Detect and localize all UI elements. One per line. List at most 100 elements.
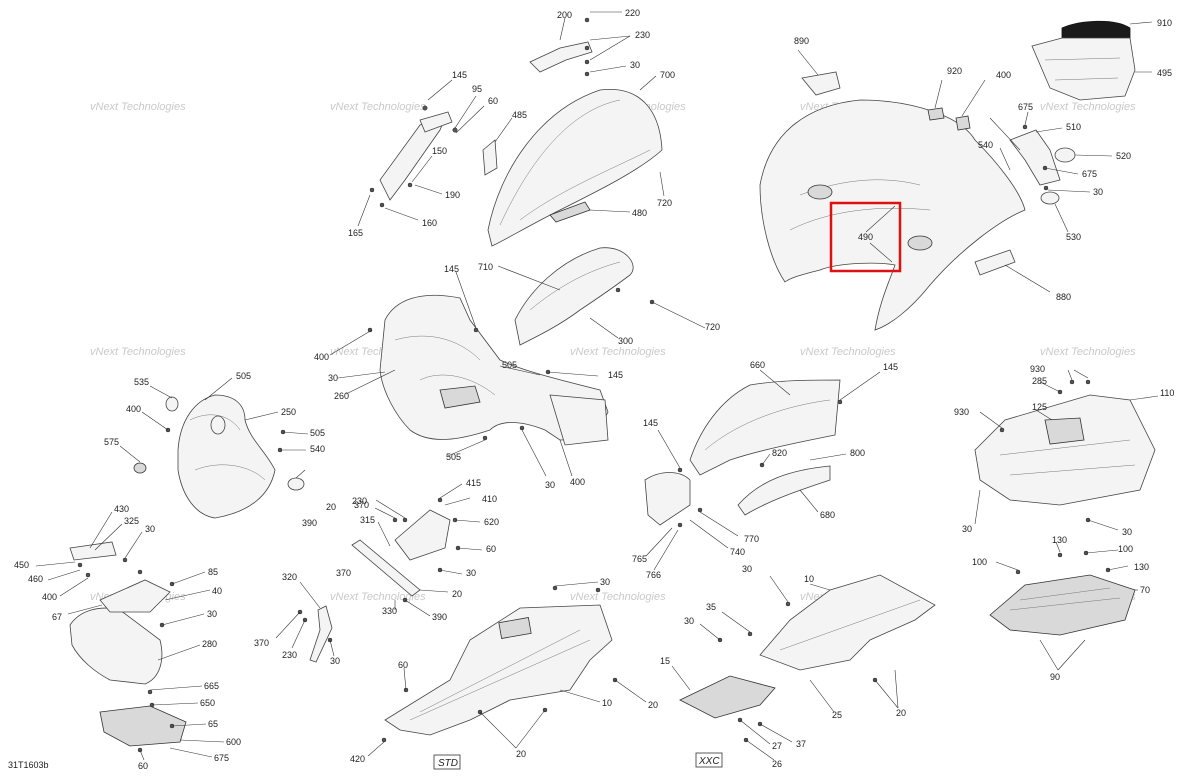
callout-920: 920 [947,66,962,76]
rear-rack-110-group [974,369,1159,531]
callout-505: 505 [446,452,461,462]
callout-650: 650 [200,698,215,708]
callout-675: 675 [1018,102,1033,112]
floor-std-group: STD [367,581,647,770]
side-panel-250[interactable] [177,394,276,519]
callout-20: 20 [896,708,906,718]
callout-390: 390 [302,518,317,528]
callout-535: 535 [134,377,149,387]
callout-30: 30 [1122,527,1132,537]
callout-230: 230 [282,650,297,660]
callout-15: 15 [660,656,670,666]
bracket-190[interactable] [419,111,453,133]
callout-300: 300 [618,336,633,346]
plug-520[interactable] [1054,147,1076,163]
callout-145: 145 [643,418,658,428]
pad-910[interactable] [1061,20,1131,41]
front-fender-700[interactable] [487,88,663,247]
console-710[interactable] [514,247,634,346]
callout-30: 30 [145,524,155,534]
callout-70: 70 [1140,585,1150,595]
bolt [584,59,590,65]
bumper-280[interactable] [69,607,163,685]
callout-505: 505 [310,428,325,438]
callout-220: 220 [625,8,640,18]
bracket-510[interactable] [1009,129,1061,186]
bracket-410[interactable] [394,509,451,561]
callout-20: 20 [516,749,526,759]
cup-holder [907,235,933,251]
callout-30: 30 [600,577,610,587]
floor-xxc-group: XXC [671,574,936,768]
cap-890[interactable] [801,71,841,96]
clip-485[interactable] [482,139,498,176]
callout-505: 505 [236,371,251,381]
latch-920[interactable] [927,107,945,121]
callout-820: 820 [772,448,787,458]
side-panel-250-group [119,377,309,519]
plug-530[interactable] [1040,191,1060,205]
watermark: vNext Technologies [570,346,666,358]
grommet-575[interactable] [133,462,147,474]
floor-std-10[interactable] [384,604,613,736]
callout-30: 30 [545,480,555,490]
callout-890: 890 [794,36,809,46]
bracket-125[interactable] [1044,417,1085,445]
bracket-200-group [529,11,631,77]
latch-400[interactable] [955,115,971,131]
callout-800: 800 [850,448,865,458]
callout-30: 30 [630,60,640,70]
guard-765[interactable] [644,472,691,526]
panel [498,617,532,639]
cover-880[interactable] [974,249,1016,276]
callout-110: 110 [1160,388,1174,398]
skid-70[interactable] [989,574,1136,636]
rear-fender-490[interactable] [759,99,1026,331]
watermark: vNext Technologies [90,101,186,113]
callout-26: 26 [772,759,782,769]
bag-495[interactable] [1031,37,1136,101]
callout-250: 250 [281,407,296,417]
callout-315: 315 [360,515,375,525]
skid-15[interactable] [679,675,776,719]
cap-30[interactable] [287,477,305,491]
callout-10: 10 [602,698,612,708]
console-710-group [497,247,706,346]
bracket-150[interactable] [379,117,446,201]
floor-xxc-10[interactable] [759,574,936,671]
bracket-200[interactable] [529,41,593,73]
side-panel-660[interactable] [689,379,841,476]
bracket-40[interactable] [99,579,171,613]
callout-200: 200 [557,10,572,20]
bolt [584,17,590,23]
bolt [584,71,590,77]
callout-30: 30 [962,524,972,534]
callout-280: 280 [202,639,217,649]
callout-125: 125 [1032,402,1047,412]
variant-tag-xxc-label: XXC [698,756,720,767]
bracket-325[interactable] [69,541,117,561]
callout-675: 675 [214,753,229,763]
callout-420: 420 [350,754,365,764]
callout-910: 910 [1157,18,1172,28]
watermark: vNext Technologies [330,101,426,113]
callout-540: 540 [978,140,993,150]
callout-480: 480 [632,208,647,218]
callout-675: 675 [1082,169,1097,179]
callout-30: 30 [328,373,338,383]
panel-400[interactable] [549,394,609,446]
callout-720: 720 [705,322,720,332]
callout-60: 60 [486,544,496,554]
rear-rack-110[interactable] [974,394,1156,506]
rod-320[interactable] [309,605,333,663]
trim-680[interactable] [737,465,831,516]
callout-60: 60 [138,761,148,771]
skid-70-group [989,541,1138,671]
callout-740: 740 [730,547,745,557]
watermark: vNext Technologies [90,346,186,358]
callout-510: 510 [1066,122,1081,132]
callouts: 220 200 230 30 700 145 95 60 485 160 150… [14,8,1174,771]
callout-400: 400 [314,352,329,362]
cap-535[interactable] [165,396,179,412]
callout-260: 260 [334,391,349,401]
